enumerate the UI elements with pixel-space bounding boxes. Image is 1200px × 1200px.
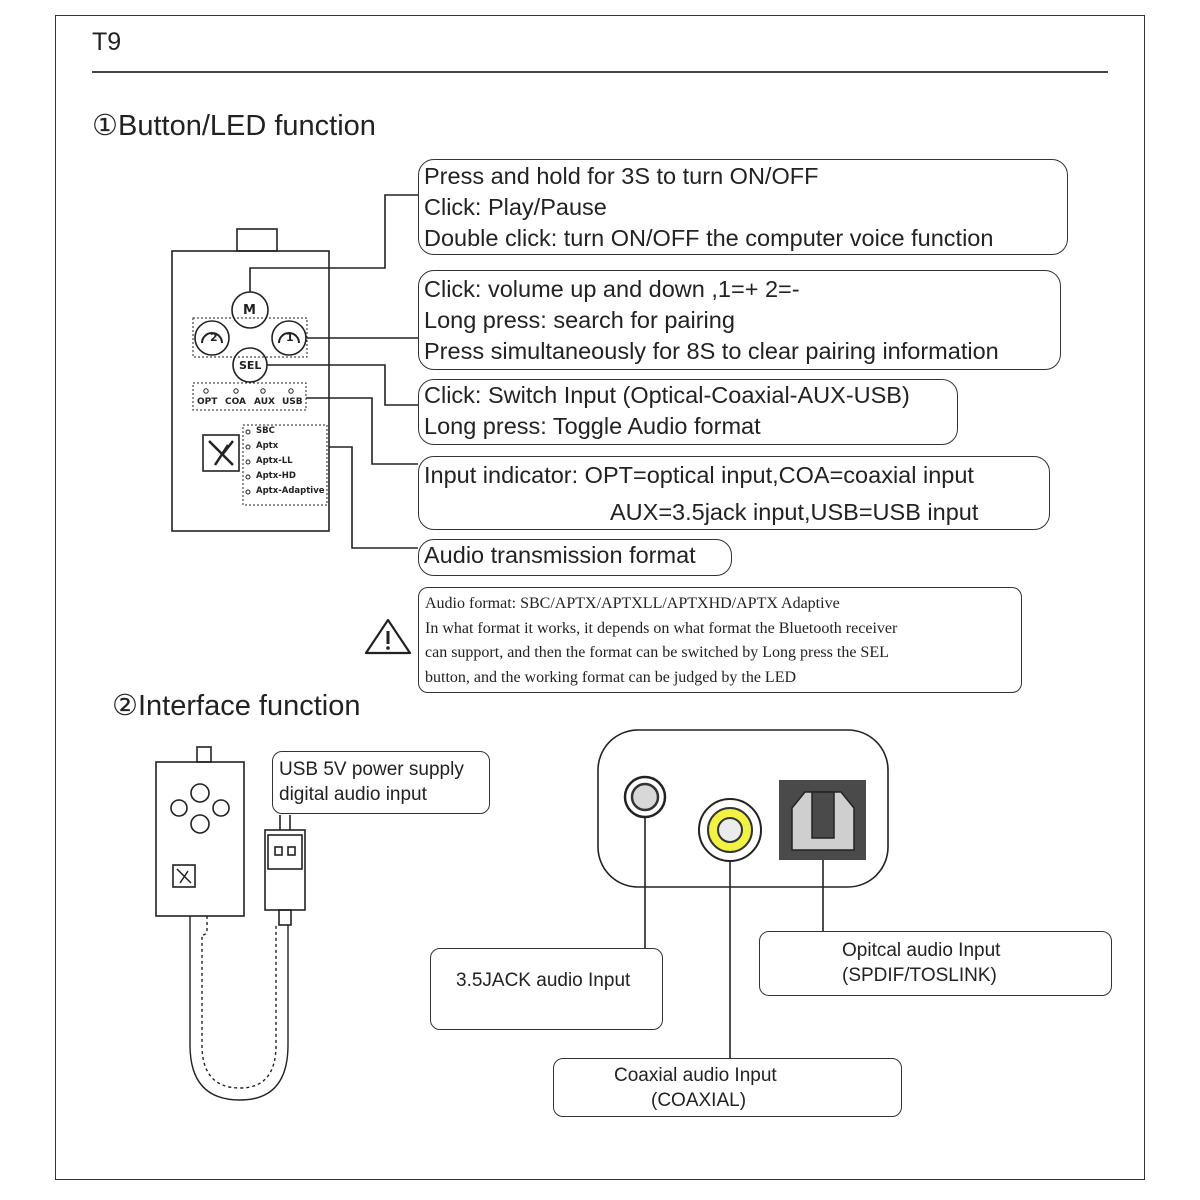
label-line: digital audio input: [279, 784, 427, 805]
callout-line: Click: volume up and down ,1=+ 2=-: [424, 276, 800, 302]
format-label-aptx: Aptx: [256, 441, 279, 451]
device-top-connector: [236, 228, 278, 252]
label-line: Opitcal audio Input: [842, 940, 1001, 961]
label-line: (COAXIAL): [651, 1090, 747, 1111]
led-label-opt: OPT: [197, 397, 218, 407]
callout-line: Audio transmission format: [424, 542, 696, 568]
label-line: Coaxial audio Input: [614, 1065, 777, 1086]
format-label-aptx-ll: Aptx-LL: [256, 456, 293, 466]
format-label-sbc: SBC: [256, 426, 275, 436]
headphone-1-button-icon: [271, 320, 307, 356]
sel-button-callout: Click: Switch Input (Optical-Coaxial-AUX…: [418, 379, 958, 445]
callout-line: Press simultaneously for 8S to clear pai…: [424, 338, 999, 364]
note-line: In what format it works, it depends on w…: [425, 619, 898, 637]
coaxial-input-label: Coaxial audio Input (COAXIAL): [553, 1058, 902, 1117]
usb-input-label: USB 5V power supply digital audio input: [272, 751, 490, 814]
usb-cable: [189, 916, 289, 1101]
optical-input-label: Opitcal audio Input (SPDIF/TOSLINK): [759, 931, 1112, 996]
small-device-body: [155, 761, 245, 917]
port-panel: [597, 729, 889, 888]
usb-plug-icon: [264, 829, 306, 911]
callout-line: Long press: search for pairing: [424, 307, 735, 333]
format-led-callout: Audio transmission format: [418, 539, 732, 576]
note-line: Audio format: SBC/APTX/APTXLL/APTXHD/APT…: [425, 595, 840, 612]
format-label-aptx-hd: Aptx-HD: [256, 471, 296, 481]
power-button-callout: Press and hold for 3S to turn ON/OFF Cli…: [418, 159, 1068, 255]
headphone-1-label: 1: [286, 331, 294, 344]
callout-line: AUX=3.5jack input,USB=USB input: [610, 499, 979, 525]
callout-line: Input indicator: OPT=optical input,COA=c…: [424, 462, 974, 488]
input-indicator-callout: Input indicator: OPT=optical input,COA=c…: [418, 456, 1050, 530]
format-label-aptx-adaptive: Aptx-Adaptive: [256, 486, 325, 496]
callout-line: Click: Switch Input (Optical-Coaxial-AUX…: [424, 382, 910, 408]
callout-line: Press and hold for 3S to turn ON/OFF: [424, 163, 819, 189]
headphone-2-button-icon: [194, 320, 230, 356]
section-2-title: ②Interface function: [112, 690, 361, 722]
jack-input-label: 3.5JACK audio Input: [430, 948, 663, 1030]
headphone-2-label: 2: [210, 331, 218, 344]
warning-icon: [364, 618, 412, 655]
volume-buttons-callout: Click: volume up and down ,1=+ 2=- Long …: [418, 270, 1061, 370]
led-label-coa: COA: [225, 397, 246, 407]
label-line: 3.5JACK audio Input: [456, 970, 631, 991]
page-frame: [55, 15, 1145, 1180]
callout-line: Click: Play/Pause: [424, 194, 607, 220]
label-line: (SPDIF/TOSLINK): [842, 965, 997, 986]
logo-icon: [202, 434, 240, 472]
optical-port-icon: [779, 780, 866, 860]
audio-format-note: Audio format: SBC/APTX/APTXLL/APTXHD/APT…: [418, 587, 1022, 693]
callout-line: Long press: Toggle Audio format: [424, 413, 761, 439]
model-title: T9: [92, 28, 122, 56]
callout-line: Double click: turn ON/OFF the computer v…: [424, 225, 994, 251]
led-label-aux: AUX: [254, 397, 275, 407]
title-divider: [92, 71, 1108, 73]
sel-button-label: SEL: [239, 359, 262, 372]
note-line: button, and the working format can be ju…: [425, 668, 797, 686]
led-label-usb: USB: [282, 397, 303, 407]
label-line: USB 5V power supply: [279, 759, 464, 780]
section-1-title: ①Button/LED function: [92, 110, 376, 142]
note-line: can support, and then the format can be …: [425, 644, 889, 661]
m-button-label: M: [243, 303, 256, 318]
